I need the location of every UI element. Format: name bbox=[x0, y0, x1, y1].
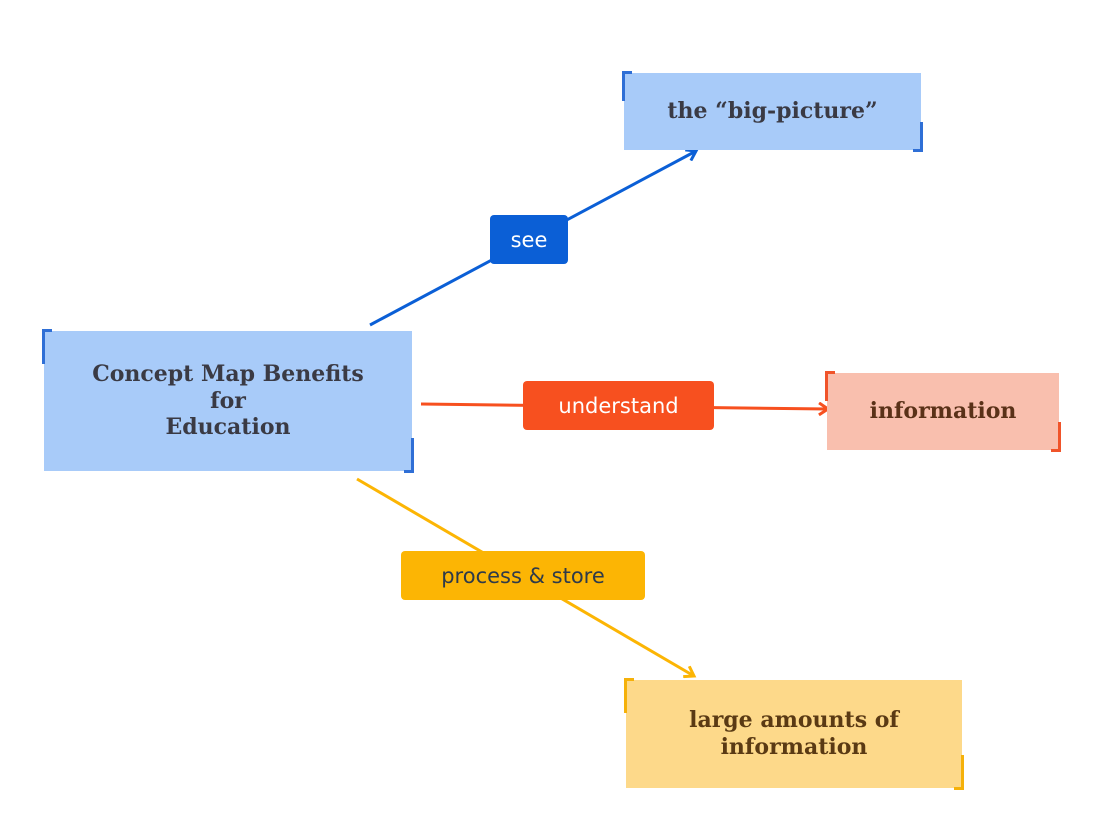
link-label-see[interactable]: see bbox=[490, 215, 568, 264]
link-label-process-store[interactable]: process & store bbox=[401, 551, 645, 600]
node-corner-accent bbox=[42, 329, 52, 364]
link-label-understand[interactable]: understand bbox=[523, 381, 714, 430]
node-corner-accent bbox=[622, 71, 632, 101]
central-topic-node[interactable]: Concept Map Benefits for Education bbox=[42, 329, 414, 473]
node-corner-accent bbox=[913, 122, 923, 152]
large-amounts-node[interactable]: large amounts of information bbox=[624, 678, 964, 790]
information-node[interactable]: information bbox=[825, 371, 1061, 452]
central-topic-text: Concept Map Benefits for Education bbox=[92, 360, 364, 441]
large-amounts-text: large amounts of information bbox=[689, 707, 899, 760]
node-corner-accent bbox=[954, 755, 964, 790]
node-corner-accent bbox=[1051, 422, 1061, 452]
big-picture-node[interactable]: the “big-picture” bbox=[622, 71, 923, 152]
node-corner-accent bbox=[404, 438, 414, 473]
node-corner-accent bbox=[624, 678, 634, 713]
node-corner-accent bbox=[825, 371, 835, 401]
big-picture-text: the “big-picture” bbox=[667, 98, 878, 125]
information-text: information bbox=[869, 398, 1017, 425]
